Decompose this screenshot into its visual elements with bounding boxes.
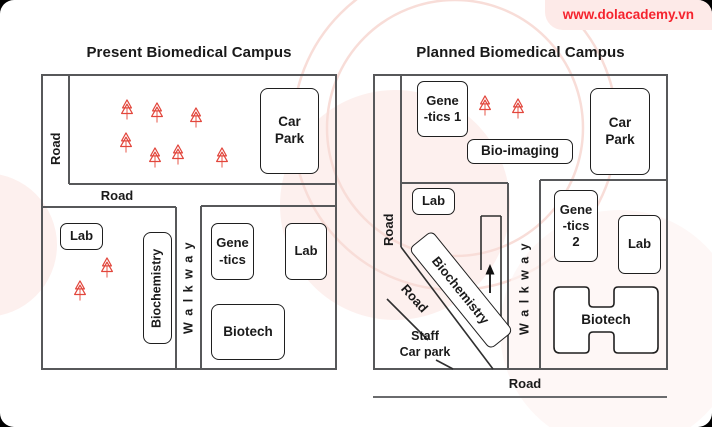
tree-icon: [73, 280, 87, 302]
planned-staff-car-park-label: Staff Car park: [385, 327, 465, 361]
tree-icon: [120, 99, 134, 121]
tree-icon: [215, 147, 229, 169]
planned-car-park-building: Car Park: [590, 88, 650, 175]
present-map-lines: [41, 74, 337, 370]
tree-icon: [189, 107, 203, 129]
planned-lab-west-building: Lab: [412, 188, 455, 215]
present-walkway-label: W a l k w a y: [181, 240, 196, 334]
planned-road-bottom-line: [373, 396, 667, 398]
planned-bio-imaging-building: Bio-imaging: [467, 139, 573, 164]
present-biotech-building: Biotech: [211, 304, 285, 360]
present-lab-northwest-building: Lab: [60, 223, 103, 250]
planned-genetics1-building: Gene -tics 1: [417, 81, 468, 137]
up-arrow-icon: [485, 264, 495, 293]
present-genetics-building: Gene -tics: [211, 223, 254, 280]
present-map: Road Road W a l k w a y Car Park Lab Bio…: [41, 74, 337, 370]
present-biochemistry-building: Biochemistry: [143, 232, 172, 344]
genetics-line1: Gene: [216, 235, 249, 251]
genetics2-line2: -tics: [562, 217, 590, 233]
website-url: www.dolacademy.vn: [562, 7, 694, 22]
present-car-park-building: Car Park: [260, 88, 319, 174]
tree-icon: [119, 132, 133, 154]
staff-car-park-line1: Staff: [411, 328, 439, 343]
present-map-title: Present Biomedical Campus: [86, 44, 292, 61]
planned-road-left-label: Road: [381, 213, 396, 247]
car-park-line2: Park: [274, 131, 305, 146]
genetics1-line1: Gene: [426, 92, 459, 108]
planned-biotech-outline: [553, 286, 659, 354]
planned-map: Road Road W a l k w a y Staff Car park G…: [373, 74, 668, 370]
website-badge[interactable]: www.dolacademy.vn: [544, 0, 712, 30]
present-lab-east-building: Lab: [285, 223, 327, 280]
planned-genetics2-building: Gene -tics 2: [554, 190, 598, 262]
tree-icon: [150, 102, 164, 124]
planned-lab-east-building: Lab: [618, 215, 661, 274]
tree-icon: [100, 257, 114, 279]
car-park-line2: Park: [605, 131, 635, 147]
present-road-left-label: Road: [48, 132, 63, 166]
planned-biotech-label: Biotech: [581, 311, 631, 327]
planned-map-lines: [373, 74, 668, 370]
car-park-line1: Car: [608, 114, 632, 130]
planned-road-bottom-label: Road: [508, 375, 542, 391]
genetics1-line2: -tics 1: [423, 109, 462, 124]
staff-car-park-line2: Car park: [399, 345, 451, 359]
genetics-line2: -tics: [219, 251, 246, 267]
car-park-line1: Car: [278, 114, 301, 130]
tree-icon: [148, 147, 162, 169]
genetics2-line1: Gene: [559, 201, 593, 217]
tree-icon: [511, 98, 525, 120]
present-road-top-label: Road: [100, 187, 134, 203]
planned-map-title: Planned Biomedical Campus: [416, 44, 625, 61]
tree-icon: [478, 95, 492, 117]
genetics2-line3: 2: [572, 234, 580, 250]
tree-icon: [171, 144, 185, 166]
planned-walkway-label: W a l k w a y: [517, 241, 532, 335]
